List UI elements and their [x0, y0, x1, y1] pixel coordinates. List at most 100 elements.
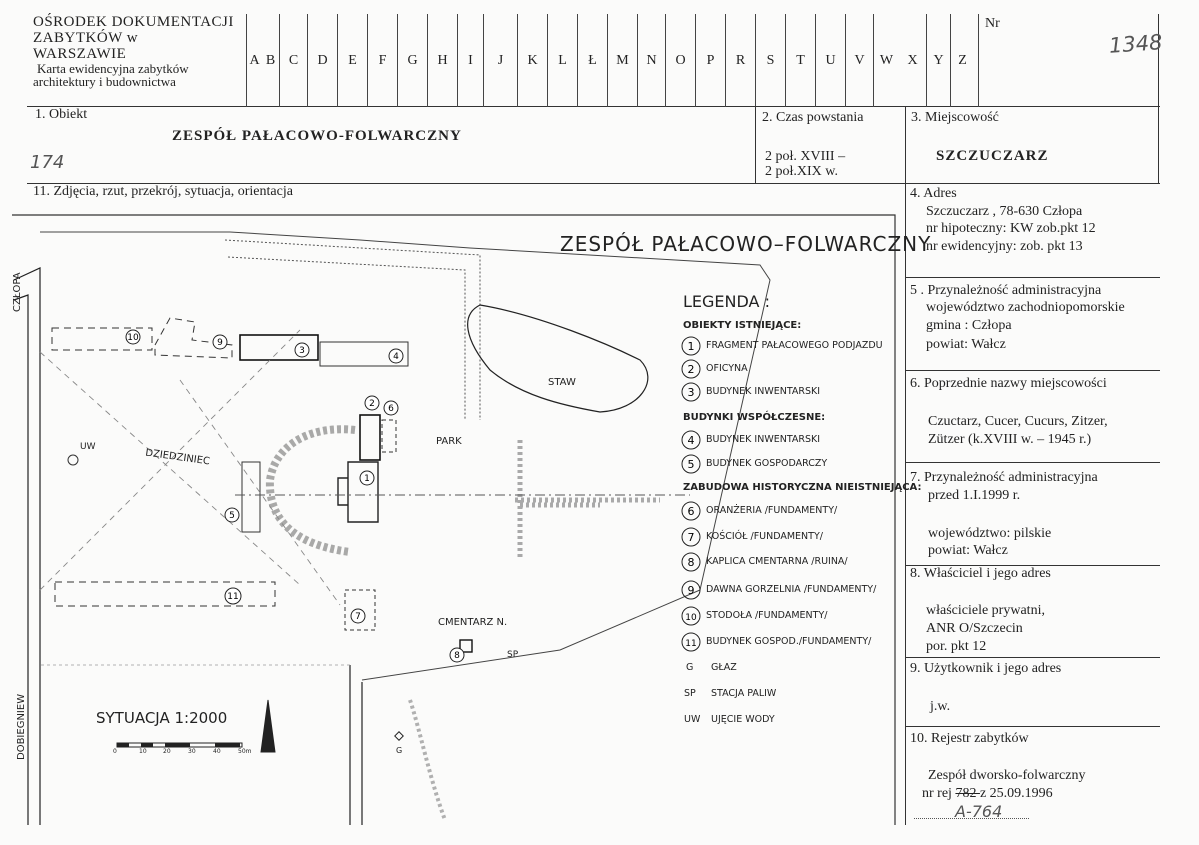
poprzednie-nazwy-line: Zützer (k.XVIII w. – 1945 r.): [928, 432, 1092, 447]
index-letter: F: [367, 14, 397, 107]
przynaleznosc-przed-line: województwo: pilskie: [928, 526, 1052, 541]
marker-9-label: 9: [217, 338, 223, 348]
index-letter: A: [246, 14, 262, 107]
park-label: PARK: [436, 436, 462, 447]
legend-marker: [681, 527, 701, 547]
marker-9: [212, 334, 228, 350]
well-symbol: [67, 454, 79, 466]
legend-item: OFICYNA: [706, 363, 748, 374]
scale-ticks: 0 10 20 30 40 50m: [113, 748, 263, 758]
index-letter: L: [547, 14, 577, 107]
legend-abbrev-code: G: [686, 662, 694, 673]
tree-ring: [265, 425, 356, 556]
index-letter: E: [337, 14, 367, 107]
plan-title: ZESPÓŁ PAŁACOWO–FOLWARCZNY: [560, 232, 932, 256]
road-label-czlopa: CZŁOPA: [12, 272, 23, 312]
wlasciciel-line: właściciele prywatni,: [926, 603, 1045, 618]
legend-item: STODOŁA /FUNDAMENTY/: [706, 610, 828, 621]
legend-marker: [681, 501, 701, 521]
index-letters: A B C D E F G H I J K L Ł M N O P R S T …: [246, 14, 974, 107]
plan-frame: [12, 214, 896, 825]
building-11: [54, 581, 276, 607]
marker-7: [350, 608, 366, 624]
building-2: [359, 414, 381, 461]
rule: [905, 565, 1160, 566]
index-letter: S: [755, 14, 785, 107]
marker-8: [449, 647, 465, 663]
index-letter: B: [265, 52, 276, 68]
marker-5-label: 5: [229, 511, 235, 521]
index-letter: U: [815, 14, 845, 107]
marker-10-label: 10: [127, 333, 139, 343]
przynaleznosc-line: województwo zachodniopomorskie: [926, 300, 1125, 315]
adres-line: Szczuczarz , 78-630 Człopa: [926, 204, 1083, 219]
legend-abbrev-text: STACJA PALIW: [711, 688, 777, 699]
index-letter: X: [907, 52, 918, 68]
czas-line1: 2 poł. XVIII –: [765, 149, 846, 164]
marker-10: [125, 329, 141, 345]
road-label-dobiegniew: DOBIEGNIEW: [16, 693, 27, 760]
scale-bar-segment: [117, 743, 129, 747]
nr-label: Nr: [985, 16, 1000, 31]
legend-marker: [681, 359, 701, 379]
building-7: [344, 589, 376, 631]
pond: [467, 304, 649, 413]
legend-item: KAPLICA CMENTARNA /RUINA/: [706, 556, 848, 567]
scale-tick: 30: [188, 748, 196, 755]
rule: [905, 277, 1160, 278]
rejestr-handwritten: A-764: [955, 802, 1003, 821]
przynaleznosc-label: 5 . Przynależność administracyjna: [910, 283, 1102, 298]
building-4: [319, 341, 409, 367]
index-letter: V: [845, 14, 873, 107]
cemetery-label: CMENTARZ N.: [438, 617, 508, 628]
marker-2-label: 2: [369, 399, 375, 409]
przynaleznosc-przed-label: 7. Przynależność administracyjna: [910, 470, 1098, 485]
legend-marker-label: 6: [688, 505, 695, 518]
alley-top: [224, 239, 481, 420]
rejestr-struck-number: 782: [955, 786, 980, 801]
uzytkownik-label: 9. Użytkownik i jego adres: [910, 661, 1062, 676]
wlasciciel-label: 8. Właściciel i jego adres: [910, 566, 1051, 581]
adres-line: nr hipoteczny: KW zob.pkt 12: [926, 221, 1096, 236]
marker-1-label: 1: [364, 474, 370, 484]
card-type-line: architektury i budownictwa: [33, 74, 176, 89]
index-letter: Ł: [577, 14, 607, 107]
legend-item: FRAGMENT PAŁACOWEGO PODJAZDU: [706, 340, 883, 351]
building-10: [51, 327, 153, 351]
index-letter: Y: [926, 14, 950, 107]
dotted-line: [914, 818, 1029, 819]
rejestr-line1: Zespół dworsko-folwarczny: [928, 768, 1086, 783]
scale-bar-segment: [165, 743, 190, 747]
scale-bar-segment: [141, 743, 153, 747]
legend-marker-label: 1: [688, 340, 695, 353]
park-boundary: [40, 231, 771, 681]
scale-tick: 50m: [238, 748, 252, 755]
marker-7-label: 7: [355, 612, 361, 622]
obiekt-value: ZESPÓŁ PAŁACOWO-FOLWARCZNY: [172, 128, 462, 144]
institution-line: OŚRODEK DOKUMENTACJI: [33, 14, 234, 30]
legend-item: BUDYNEK GOSPODARCZY: [706, 458, 828, 469]
legend-marker-label: 3: [688, 386, 695, 399]
legend-group: ZABUDOWA HISTORYCZNA NIEISTNIEJĄCA:: [683, 482, 922, 493]
marker-11: [224, 587, 242, 605]
road-west: [13, 267, 41, 825]
tree-edge-south: [408, 699, 447, 821]
marker-1: [359, 470, 375, 486]
legend-item: BUDYNEK INWENTARSKI: [706, 386, 821, 397]
marker-4-label: 4: [393, 352, 399, 362]
legend-marker: [681, 580, 701, 600]
legend-item: KOŚCIÓŁ /FUNDAMENTY/: [706, 531, 823, 542]
index-letter: T: [785, 14, 815, 107]
site-plan: 10 9 3 4 2 6 1 5 11 7 8 1 2 3 4 5 6 7 8 …: [12, 214, 896, 825]
plan-markers: 10 9 3 4 2 6 1 5 11 7 8: [125, 329, 465, 663]
legend-title: LEGENDA :: [683, 292, 770, 311]
legend-marker: [681, 632, 701, 652]
boulder-symbol: [394, 731, 404, 741]
road-west-edge: [13, 294, 29, 825]
rule: [905, 726, 1160, 727]
building-3: [239, 334, 319, 361]
legend-item: BUDYNEK GOSPOD./FUNDAMENTY/: [706, 636, 872, 647]
wlasciciel-line: ANR O/Szczecin: [926, 621, 1023, 636]
index-letter: P: [695, 14, 725, 107]
g-label: G: [396, 746, 403, 755]
